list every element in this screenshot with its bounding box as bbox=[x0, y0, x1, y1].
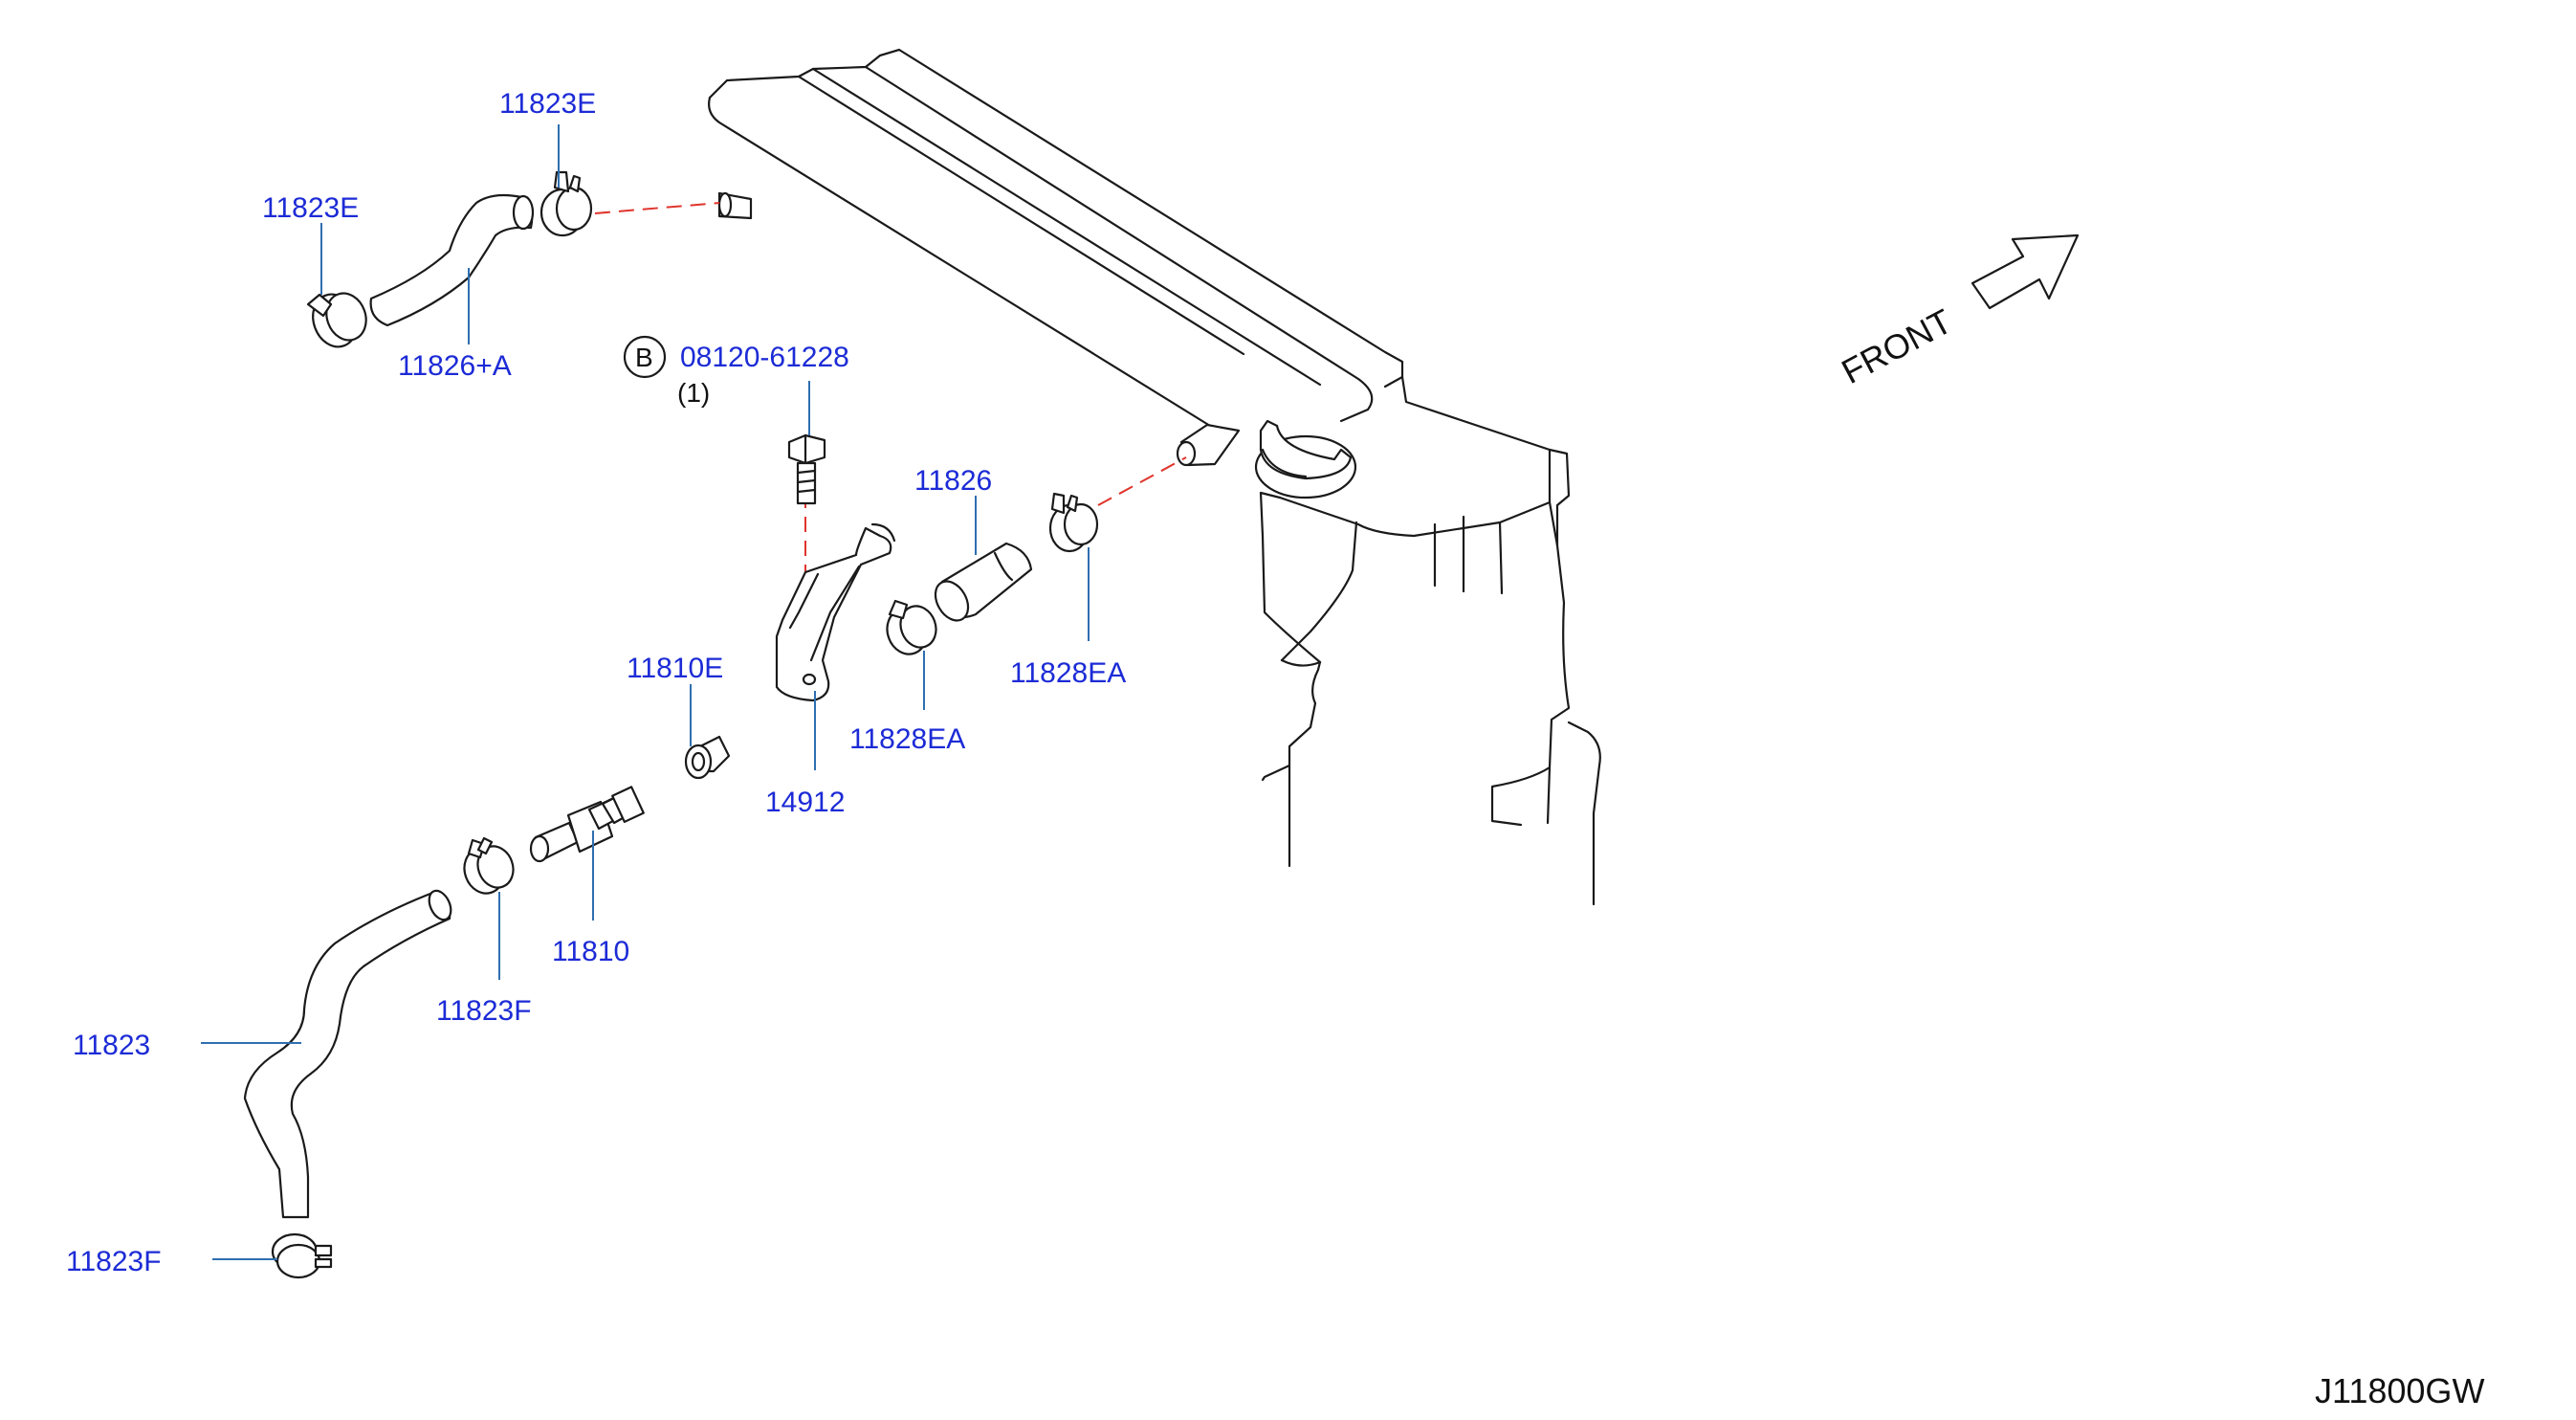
hose-11826-plus-a bbox=[369, 193, 535, 327]
label-11826-plus-a: 11826+A bbox=[398, 350, 512, 382]
label-11823f-lower: 11823F bbox=[436, 995, 532, 1027]
clamp-11823f-bottom bbox=[271, 1232, 333, 1279]
label-14912: 14912 bbox=[765, 787, 845, 818]
label-11810e: 11810E bbox=[627, 653, 723, 684]
label-11823e-top-right: 11823E bbox=[499, 88, 596, 120]
label-11826: 11826 bbox=[914, 465, 992, 497]
hose-11823 bbox=[243, 889, 452, 1219]
front-arrow-icon bbox=[1971, 233, 2080, 310]
bracket-14912 bbox=[775, 522, 896, 702]
part-labels: 11823E 11823E 11826+A B 08120-61228 (1) … bbox=[66, 88, 1126, 1277]
clamp-11823e-left bbox=[306, 292, 367, 348]
label-bolt-code: B bbox=[635, 343, 653, 372]
label-08120-61228: 08120-61228 bbox=[680, 342, 849, 373]
pcv-valve-11810 bbox=[529, 786, 645, 863]
bolt-callout-circle bbox=[623, 335, 667, 379]
label-11828ea-right: 11828EA bbox=[1010, 657, 1126, 689]
clamp-11828ea-right bbox=[1048, 492, 1099, 553]
diagram-code: J11800GW bbox=[2315, 1371, 2484, 1410]
front-label: FRONT bbox=[1836, 301, 1959, 391]
label-11828ea-left: 11828EA bbox=[849, 723, 965, 755]
hose-11826 bbox=[934, 542, 1033, 622]
label-bolt-quantity: (1) bbox=[677, 378, 710, 408]
front-indicator: FRONT bbox=[1836, 233, 2080, 391]
label-11823f-bottom: 11823F bbox=[66, 1246, 162, 1277]
clamp-11823e-right bbox=[539, 170, 593, 237]
engine-block-outline bbox=[708, 48, 1601, 906]
bolt-08120-61228 bbox=[787, 433, 826, 505]
grommet-11810e bbox=[684, 735, 731, 780]
label-11810: 11810 bbox=[552, 936, 629, 967]
label-11823e-top-left: 11823E bbox=[262, 192, 359, 224]
leader-lines bbox=[201, 124, 1090, 1260]
connection-lines bbox=[594, 202, 1187, 584]
clamp-11828ea-left bbox=[886, 599, 937, 655]
clamp-11823f-lower bbox=[463, 836, 515, 895]
label-11823: 11823 bbox=[73, 1030, 150, 1061]
